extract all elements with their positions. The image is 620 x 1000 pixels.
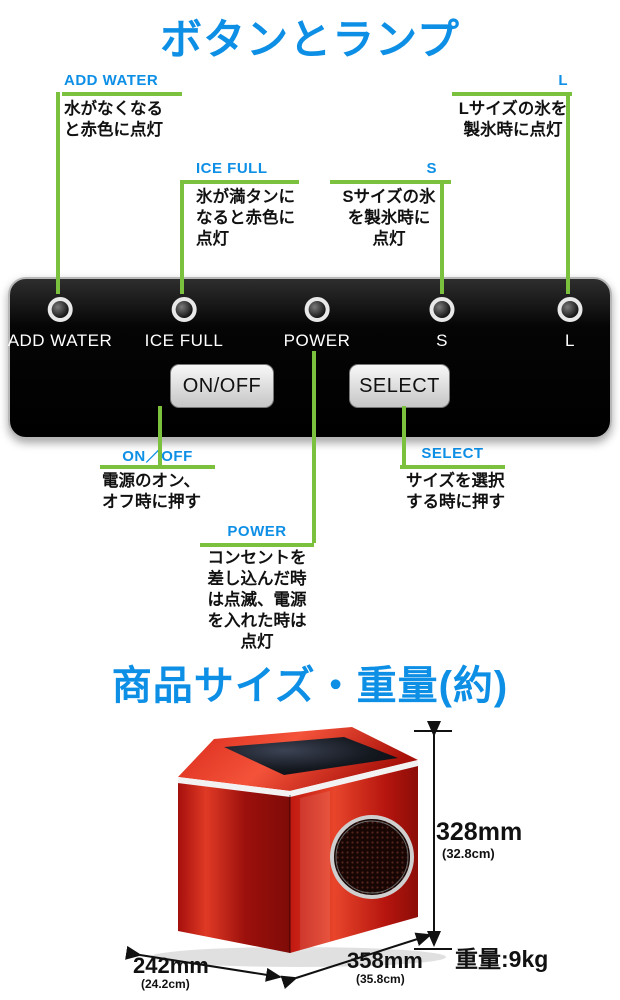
callout-ice-full-label: ICE FULL (196, 160, 268, 177)
width-arrow (280, 932, 432, 989)
power-lamp-icon (304, 297, 330, 322)
add-water-lamp-icon (47, 297, 73, 322)
lamp-label: POWER (283, 331, 351, 350)
lamp-ice-full: ICE FULL (145, 297, 224, 351)
callout-add-water-text: 水がなくなる と赤色に点灯 (64, 99, 163, 141)
vent-grille-icon (330, 815, 414, 899)
text-line: 点灯 (196, 229, 229, 248)
lamp-power: POWER (284, 297, 351, 351)
lamp-add-water: ADD WATER (8, 297, 113, 351)
callout-power-line (312, 351, 316, 543)
text-line: 差し込んだ時 (207, 569, 307, 588)
dimension-height-mm: 328mm (436, 818, 523, 846)
depth-arrow (125, 945, 282, 982)
callout-ice-full-underline (180, 180, 299, 184)
text-line: サイズを選択 (406, 472, 505, 490)
dimension-height-cm: (32.8cm) (442, 846, 495, 861)
callout-select-label: SELECT (421, 445, 484, 462)
lamp-label: ADD WATER (7, 331, 113, 350)
product-trim (177, 760, 419, 798)
callout-l-underline (452, 92, 572, 96)
lamp-label: S (436, 331, 448, 350)
lamp-label: ICE FULL (144, 331, 224, 350)
callout-on-off-text: 電源のオン、 オフ時に押す (102, 471, 201, 513)
text-line: 点灯 (240, 632, 274, 651)
page-title-size-weight: 商品サイズ・重量(約) (111, 664, 509, 708)
callout-l-text: Lサイズの氷を 製氷時に点灯 (452, 99, 574, 141)
text-line: コンセントを (207, 549, 307, 567)
callout-on-off-label: ON／OFF (100, 445, 215, 466)
dimension-depth-cm: (24.2cm) (141, 977, 190, 991)
dimension-width-cm: (35.8cm) (356, 972, 405, 986)
callout-s-underline (330, 180, 451, 184)
callout-add-water-label: ADD WATER (64, 72, 159, 89)
text-line: と赤色に点灯 (64, 120, 163, 139)
lamp-l: L (557, 297, 583, 351)
text-line: Sサイズの氷 (342, 188, 436, 206)
lamp-label: L (565, 331, 575, 350)
dimension-depth-mm: 242mm (133, 953, 209, 978)
text-line: 点灯 (372, 229, 406, 248)
callout-power-text: コンセントを 差し込んだ時 は点滅、電源 を入れた時は 点灯 (198, 548, 316, 653)
text-line: オフ時に押す (102, 492, 201, 511)
callout-l-label: L (558, 72, 568, 89)
dimension-arrows (125, 721, 452, 989)
text-line: 電源のオン、 (102, 472, 201, 490)
callout-s-text: Sサイズの氷 を製氷時に 点灯 (328, 187, 450, 250)
callout-power-label: POWER (227, 523, 287, 540)
callout-ice-full-text: 氷が満タンに なると赤色に 点灯 (196, 187, 295, 250)
callout-on-off-underline (100, 465, 215, 469)
select-button: SELECT (349, 364, 450, 408)
callout-s-line (440, 180, 444, 294)
page-title-buttons-lamps: ボタンとランプ (160, 16, 460, 63)
s-lamp-icon (429, 297, 455, 322)
product-image (125, 721, 452, 989)
callout-select-line (402, 406, 406, 465)
l-lamp-icon (557, 297, 583, 322)
callout-on-off-line (158, 406, 162, 465)
dimension-width-mm: 358mm (347, 948, 423, 973)
lamp-s: S (429, 297, 455, 351)
text-line: する時に押す (406, 492, 505, 511)
callout-ice-full-line (180, 180, 184, 294)
callout-add-water-line (56, 92, 60, 294)
product-body-left (178, 781, 290, 953)
product-weight: 重量:9kg (455, 946, 549, 972)
callout-s-label: S (426, 160, 437, 177)
callout-power-underline (200, 543, 314, 547)
text-line: なると赤色に (196, 208, 295, 227)
text-line: は点滅、電源 (207, 590, 307, 609)
product-gloss (300, 791, 330, 952)
text-line: 水がなくなる (64, 100, 163, 118)
callout-l-line (566, 92, 570, 294)
on-off-button: ON/OFF (170, 364, 274, 408)
text-line: を入れた時は (207, 611, 307, 630)
text-line: 氷が満タンに (196, 188, 295, 206)
callout-select-text: サイズを選択 する時に押す (406, 471, 505, 513)
product-lid-window (224, 737, 398, 775)
text-line: 製氷時に点灯 (463, 120, 563, 139)
callout-select-underline (400, 465, 505, 469)
ice-full-lamp-icon (171, 297, 197, 322)
text-line: を製氷時に (347, 208, 431, 227)
control-panel: ADD WATER ICE FULL POWER S L ON/OFF SELE… (8, 277, 612, 439)
callout-add-water-underline (62, 92, 182, 96)
text-line: Lサイズの氷を (458, 100, 568, 118)
